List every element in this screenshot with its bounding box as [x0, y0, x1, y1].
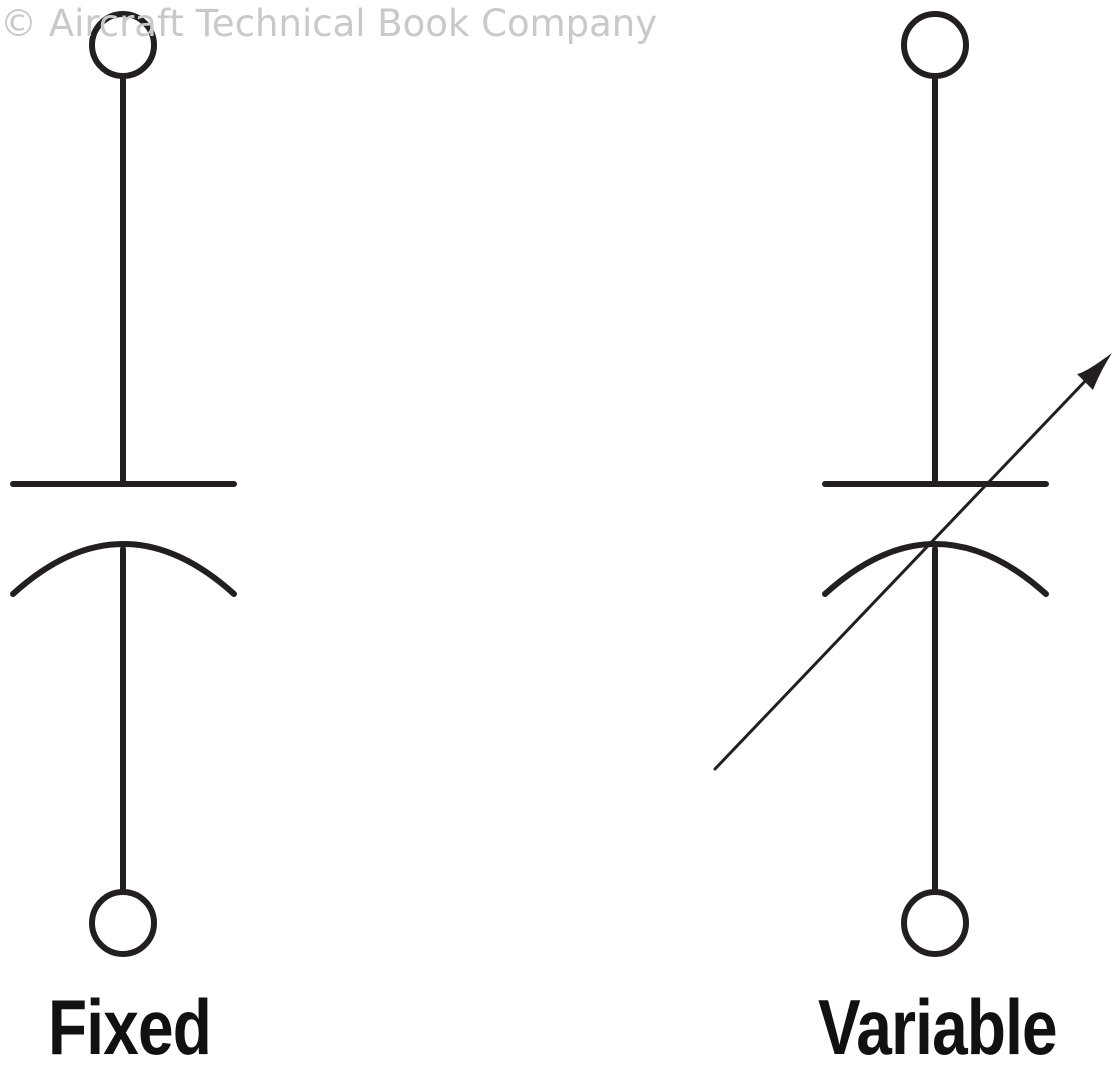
fixed-capacitor-symbol	[10, 11, 237, 957]
top-terminal	[901, 11, 969, 79]
variable-label: Variable	[818, 983, 1058, 1071]
variable-arrow-shaft	[713, 374, 1092, 771]
watermark: © Aircraft Technical Book Company	[0, 2, 658, 45]
bottom-terminal	[89, 889, 157, 957]
variable-capacitor-symbol	[713, 11, 1112, 957]
bottom-terminal	[901, 889, 969, 957]
curved-plate	[822, 541, 1049, 597]
variable-arrow-head-icon	[1077, 353, 1112, 390]
fixed-label: Fixed	[48, 983, 212, 1071]
curved-plate	[10, 541, 237, 597]
